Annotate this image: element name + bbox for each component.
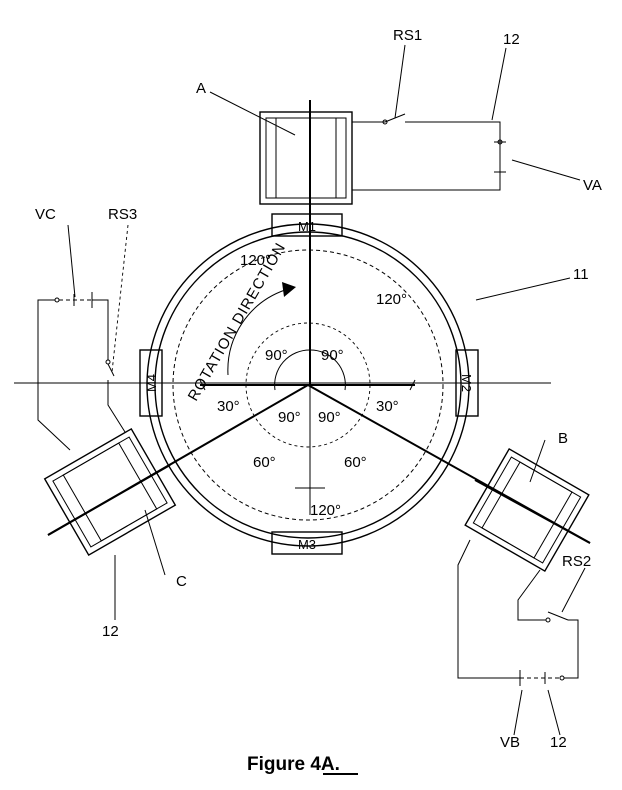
angle-markers (199, 349, 416, 489)
leader-lines (67, 44, 586, 736)
magnet-m2-label: M2 (459, 374, 474, 392)
circuit-b (457, 539, 579, 686)
coil-a (259, 100, 353, 214)
angle-60-right: 60° (344, 454, 367, 471)
angle-120-top-left: 120° (240, 252, 271, 269)
label-ref-12-top: 12 (503, 31, 520, 48)
rotor-ring (146, 223, 470, 547)
magnet-m4: M4 (139, 349, 163, 417)
angle-90-bottom-left: 90° (278, 409, 301, 426)
coil-c (43, 427, 177, 557)
angle-120-top-right: 120° (376, 291, 407, 308)
magnet-m1: M1 (271, 213, 343, 237)
label-coil-b: B (558, 430, 568, 447)
magnet-m1-label: M1 (298, 219, 316, 234)
angle-120-bottom: 120° (310, 502, 341, 519)
label-coil-c: C (176, 573, 187, 590)
label-coil-a: A (196, 80, 206, 97)
label-vb: VB (500, 734, 520, 751)
label-ref-12-left: 12 (102, 623, 119, 640)
figure-caption: Figure 4A. (247, 754, 340, 775)
circuit-a (352, 113, 506, 191)
angle-30-left: 30° (217, 398, 240, 415)
circuit-c (37, 292, 126, 451)
angle-90-top-right: 90° (321, 347, 344, 364)
label-rs2: RS2 (562, 553, 591, 570)
label-ref-11: 11 (573, 266, 589, 283)
axis-lines (14, 100, 591, 544)
magnet-m4-label: M4 (144, 374, 159, 392)
magnet-m3-label: M3 (298, 537, 316, 552)
angle-90-top-left: 90° (265, 347, 288, 364)
label-ref-12-bottom: 12 (550, 734, 567, 751)
angle-30-right: 30° (376, 398, 399, 415)
label-rs1: RS1 (393, 27, 422, 44)
label-va: VA (583, 177, 602, 194)
label-vc: VC (35, 206, 56, 223)
angle-60-left: 60° (253, 454, 276, 471)
magnet-m3: M3 (271, 531, 343, 555)
label-rs3: RS3 (108, 206, 137, 223)
angle-90-bottom-right: 90° (318, 409, 341, 426)
magnet-m2: M2 (455, 349, 479, 417)
rotation-arrow (227, 282, 296, 376)
